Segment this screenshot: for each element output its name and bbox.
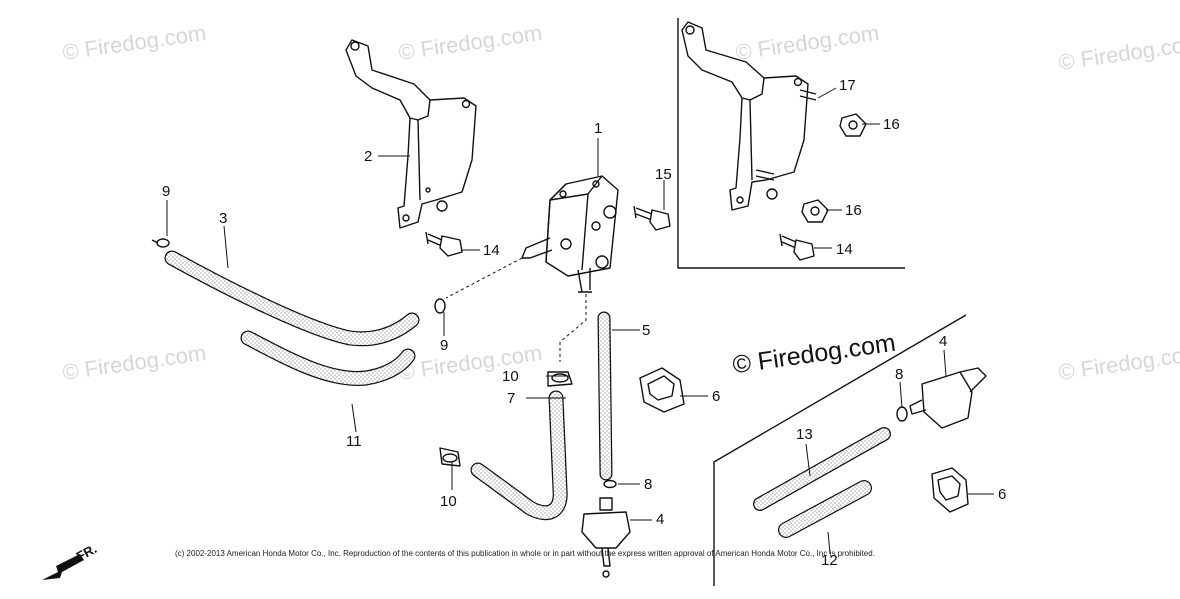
callout-10: 10	[502, 368, 519, 385]
connector-line	[559, 294, 587, 362]
callout-12: 12	[821, 552, 838, 569]
clip-part-9-lower	[434, 298, 446, 314]
clamp-part-10-lower	[439, 447, 461, 467]
callout-13: 13	[796, 426, 813, 443]
callout-8: 8	[644, 476, 653, 493]
callout-4-inset: 4	[939, 333, 948, 350]
callout-7: 7	[507, 390, 516, 407]
callout-16: 16	[883, 116, 900, 133]
leader-line	[817, 87, 837, 99]
inset-frame	[677, 18, 905, 269]
fuel-filter-part-4	[581, 497, 631, 578]
callout-6-inset: 6	[998, 486, 1007, 503]
callout-15: 15	[655, 166, 672, 183]
callout-11: 11	[346, 433, 362, 450]
leader-line	[943, 349, 947, 377]
fuel-pump-part-1	[521, 175, 619, 293]
callout-3: 3	[219, 210, 228, 227]
callout-9: 9	[162, 183, 171, 200]
bolt-part-14-inset	[779, 233, 815, 261]
callout-17: 17	[839, 77, 856, 94]
bracket-part-17	[681, 21, 817, 211]
callout-4: 4	[656, 511, 665, 528]
inset-frame	[713, 314, 967, 586]
grommet-part-6-inset	[931, 467, 969, 513]
clip-part-9	[151, 238, 170, 248]
clip-part-8	[603, 479, 617, 489]
callout-8-inset: 8	[895, 366, 904, 383]
bracket-part-2	[345, 39, 477, 229]
bolt-part-15	[633, 205, 671, 231]
leader-line	[223, 225, 229, 269]
front-direction-arrow	[42, 554, 84, 580]
callout-2: 2	[364, 148, 373, 165]
callout-5: 5	[642, 322, 651, 339]
callout-10-lower: 10	[440, 493, 457, 510]
callout-9-lower: 9	[440, 337, 449, 354]
callout-14: 14	[483, 242, 500, 259]
grommet-part-6	[639, 367, 685, 413]
fuel-filter-part-4-inset	[909, 367, 987, 429]
connector-line	[445, 257, 523, 299]
hose-part-3	[164, 250, 420, 347]
callout-6: 6	[712, 388, 721, 405]
clip-part-8-inset	[896, 406, 908, 422]
leader-line	[351, 403, 357, 433]
callout-14-inset: 14	[836, 241, 853, 258]
leader-line	[899, 381, 903, 409]
clamp-part-10	[547, 371, 573, 387]
nut-part-16-lower	[801, 199, 829, 223]
nut-part-16	[839, 113, 867, 137]
callout-1: 1	[594, 120, 603, 137]
bolt-part-14	[425, 231, 463, 257]
callout-16-lower: 16	[845, 202, 862, 219]
leader-line	[827, 531, 831, 555]
copyright-notice: (c) 2002-2013 American Honda Motor Co., …	[175, 549, 875, 558]
leader-line	[805, 443, 811, 477]
